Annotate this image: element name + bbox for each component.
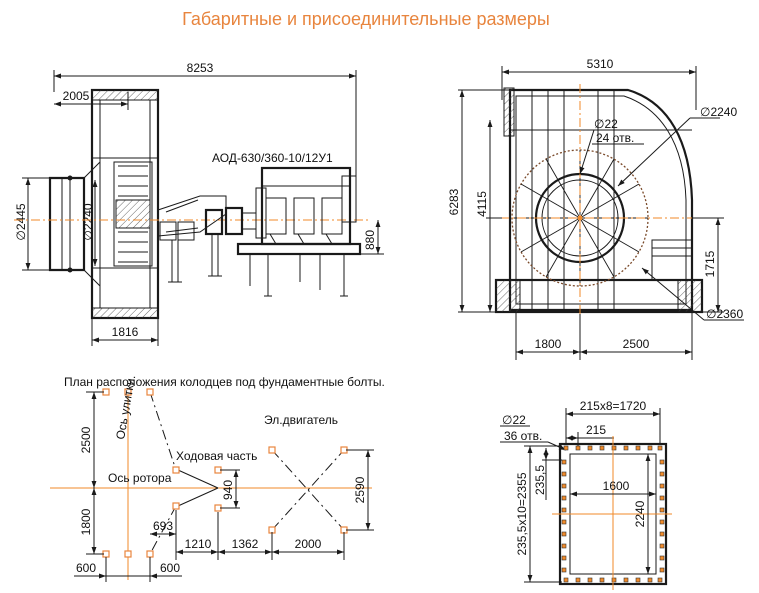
dim-dia-inner-label: ∅2240: [81, 203, 95, 240]
rotor-axis-label: Ось ротора: [108, 471, 172, 485]
dim-flange-pitch-label: 215: [586, 423, 606, 437]
dim-693-label: 693: [153, 519, 173, 533]
front-view: 5310: [447, 57, 744, 360]
dim-600-left-label: 600: [76, 561, 96, 575]
dim-dia-outer-label: ∅2445: [14, 203, 28, 240]
dim-dia-flange-front: ∅2240: [700, 105, 737, 119]
dim-940-label: 940: [221, 480, 235, 500]
inlet-flange: [48, 176, 86, 272]
motor-model-label: АОД-630/360-10/12У1: [212, 151, 333, 165]
dim-total-label: 8253: [187, 61, 214, 75]
dim-left-label: 1800: [535, 337, 562, 351]
dim-2000-label: 2000: [295, 537, 322, 551]
electric-motor: [236, 166, 362, 297]
dim-up-label: 2500: [79, 426, 93, 453]
dim-down-label: 1800: [79, 508, 93, 535]
dim-outlet-height-label: 1715: [703, 250, 717, 277]
dim-dia-holes-front: ∅22: [594, 117, 618, 131]
coupling: [224, 206, 244, 236]
dim-height-label: 6283: [447, 188, 461, 215]
dim-600-right-label: 600: [160, 561, 180, 575]
dim-shaft-height-label: 880: [363, 230, 377, 250]
dim-flange-dia-holes: ∅22: [502, 413, 526, 427]
dim-width-label: 5310: [587, 57, 614, 71]
outlet-flange: 215х8=1720 215 ∅22 36 отв.: [500, 399, 672, 590]
volute-casing: [508, 88, 694, 312]
dim-inlet-label: 2005: [63, 89, 90, 103]
dim-axis-height-label: 4115: [475, 191, 489, 217]
dim-base-label: 1816: [112, 325, 139, 339]
dim-flange-top-label: 215х8=1720: [580, 399, 647, 413]
dim-right-label: 2500: [623, 337, 650, 351]
running-gear-label: Ходовая часть: [176, 449, 257, 463]
flange-holes-count: 36 отв.: [504, 429, 542, 443]
dim-1210-label: 1210: [185, 537, 212, 551]
holes-count-front: 24 отв.: [596, 131, 634, 145]
dim-flange-235-label: 235,5: [533, 465, 547, 495]
dim-flange-inner-w-label: 1600: [603, 479, 630, 493]
dim-2590-label: 2590: [353, 476, 367, 503]
bearing-bracket: [157, 195, 227, 283]
dim-dia-base-front: ∅2360: [706, 307, 743, 321]
plan-caption: План расположения колодцев под фундамент…: [64, 375, 385, 389]
dim-flange-inner-h-label: 2240: [633, 500, 647, 527]
page-title: Габаритные и присоединительные размеры: [182, 9, 550, 29]
motor-plan-label: Эл.двигатель: [264, 413, 338, 427]
front-base-frame: [494, 278, 704, 314]
impeller-section: [113, 161, 153, 267]
dim-flange-side-label: 235,5х10=2355: [515, 472, 529, 555]
dim-1362-label: 1362: [232, 537, 259, 551]
side-view: 8253 2005: [14, 61, 384, 346]
foundation-plan: План расположения колодцев под фундамент…: [50, 374, 385, 582]
flange-bolt-holes: [561, 445, 665, 583]
